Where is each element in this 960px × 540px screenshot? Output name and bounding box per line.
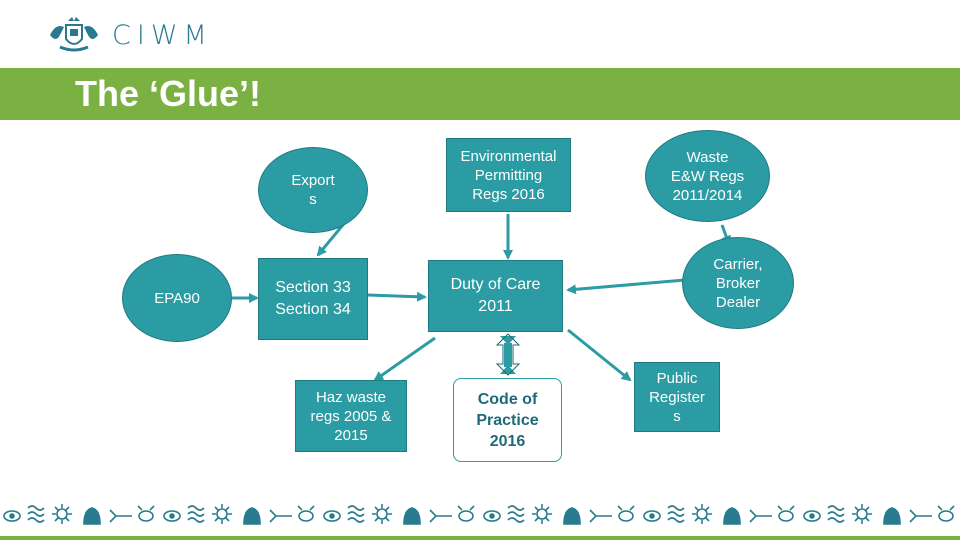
node-export: Export s [258, 147, 368, 233]
logo-text: CIWM [112, 19, 213, 51]
slide-title: The ‘Glue’! [75, 73, 262, 114]
node-waste-regs: Waste E&W Regs 2011/2014 [645, 130, 770, 222]
arrow-section-to-duty [367, 291, 427, 302]
node-epa90: EPA90 [122, 254, 232, 342]
node-code-of-practice: Code of Practice 2016 [453, 378, 562, 462]
title-banner [0, 68, 960, 120]
double-arrow-duty-cop [495, 333, 521, 376]
node-haz-waste: Haz waste regs 2005 & 2015 [295, 380, 407, 452]
node-duty-of-care: Duty of Care 2011 [428, 260, 563, 332]
arrow-duty-to-haz [373, 336, 436, 382]
nature-pattern-icon [0, 503, 960, 540]
node-environmental-permitting: Environmental Permitting Regs 2016 [446, 138, 571, 212]
arrow-duty-to-public [567, 328, 632, 382]
node-section: Section 33 Section 34 [258, 258, 368, 340]
crest-icon [50, 17, 98, 52]
node-public-register: Public Register s [634, 362, 720, 432]
ciwm-logo: CIWM [46, 17, 213, 53]
node-carrier-broker-dealer: Carrier, Broker Dealer [682, 237, 794, 329]
arrow-carrier-to-duty [566, 278, 686, 295]
